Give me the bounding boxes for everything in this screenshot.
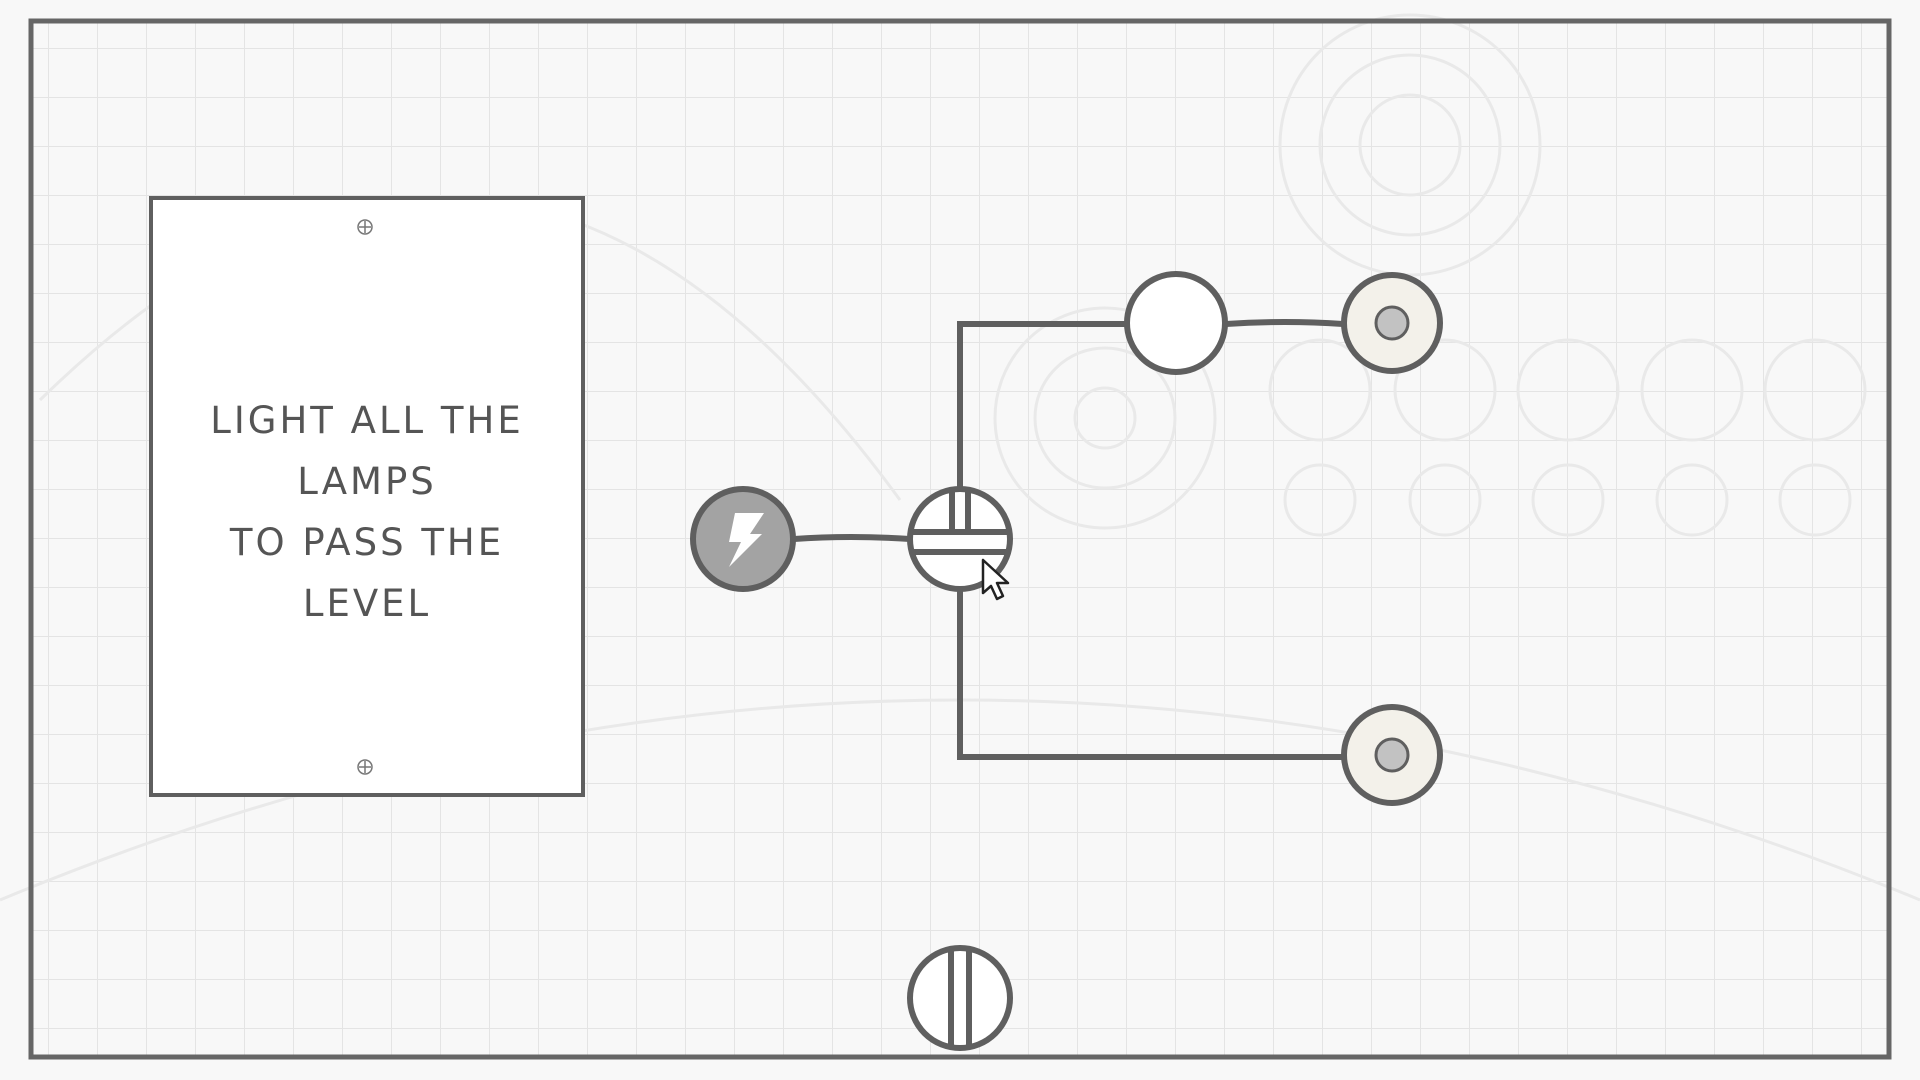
straight-switch-piece[interactable] xyxy=(907,945,1013,1051)
instruction-line: LEVEL xyxy=(302,582,432,625)
power-source[interactable] xyxy=(690,486,796,592)
instruction-panel xyxy=(149,196,585,797)
board-frame xyxy=(28,18,1892,1060)
mouse-cursor-icon xyxy=(981,558,1010,601)
lamp xyxy=(1341,704,1443,806)
lightning-bolt-icon xyxy=(729,513,764,567)
wires xyxy=(791,319,1346,760)
instruction-line: TO PASS THE xyxy=(229,521,505,564)
instruction-line: LAMPS xyxy=(297,460,437,503)
lamp xyxy=(1341,272,1443,374)
instruction-text: LIGHT ALL THE LAMPS TO PASS THE LEVEL xyxy=(151,390,583,634)
empty-socket[interactable] xyxy=(1124,271,1228,375)
instruction-line: LIGHT ALL THE xyxy=(210,399,524,442)
screw-icon xyxy=(357,759,373,775)
screw-icon xyxy=(357,219,373,235)
